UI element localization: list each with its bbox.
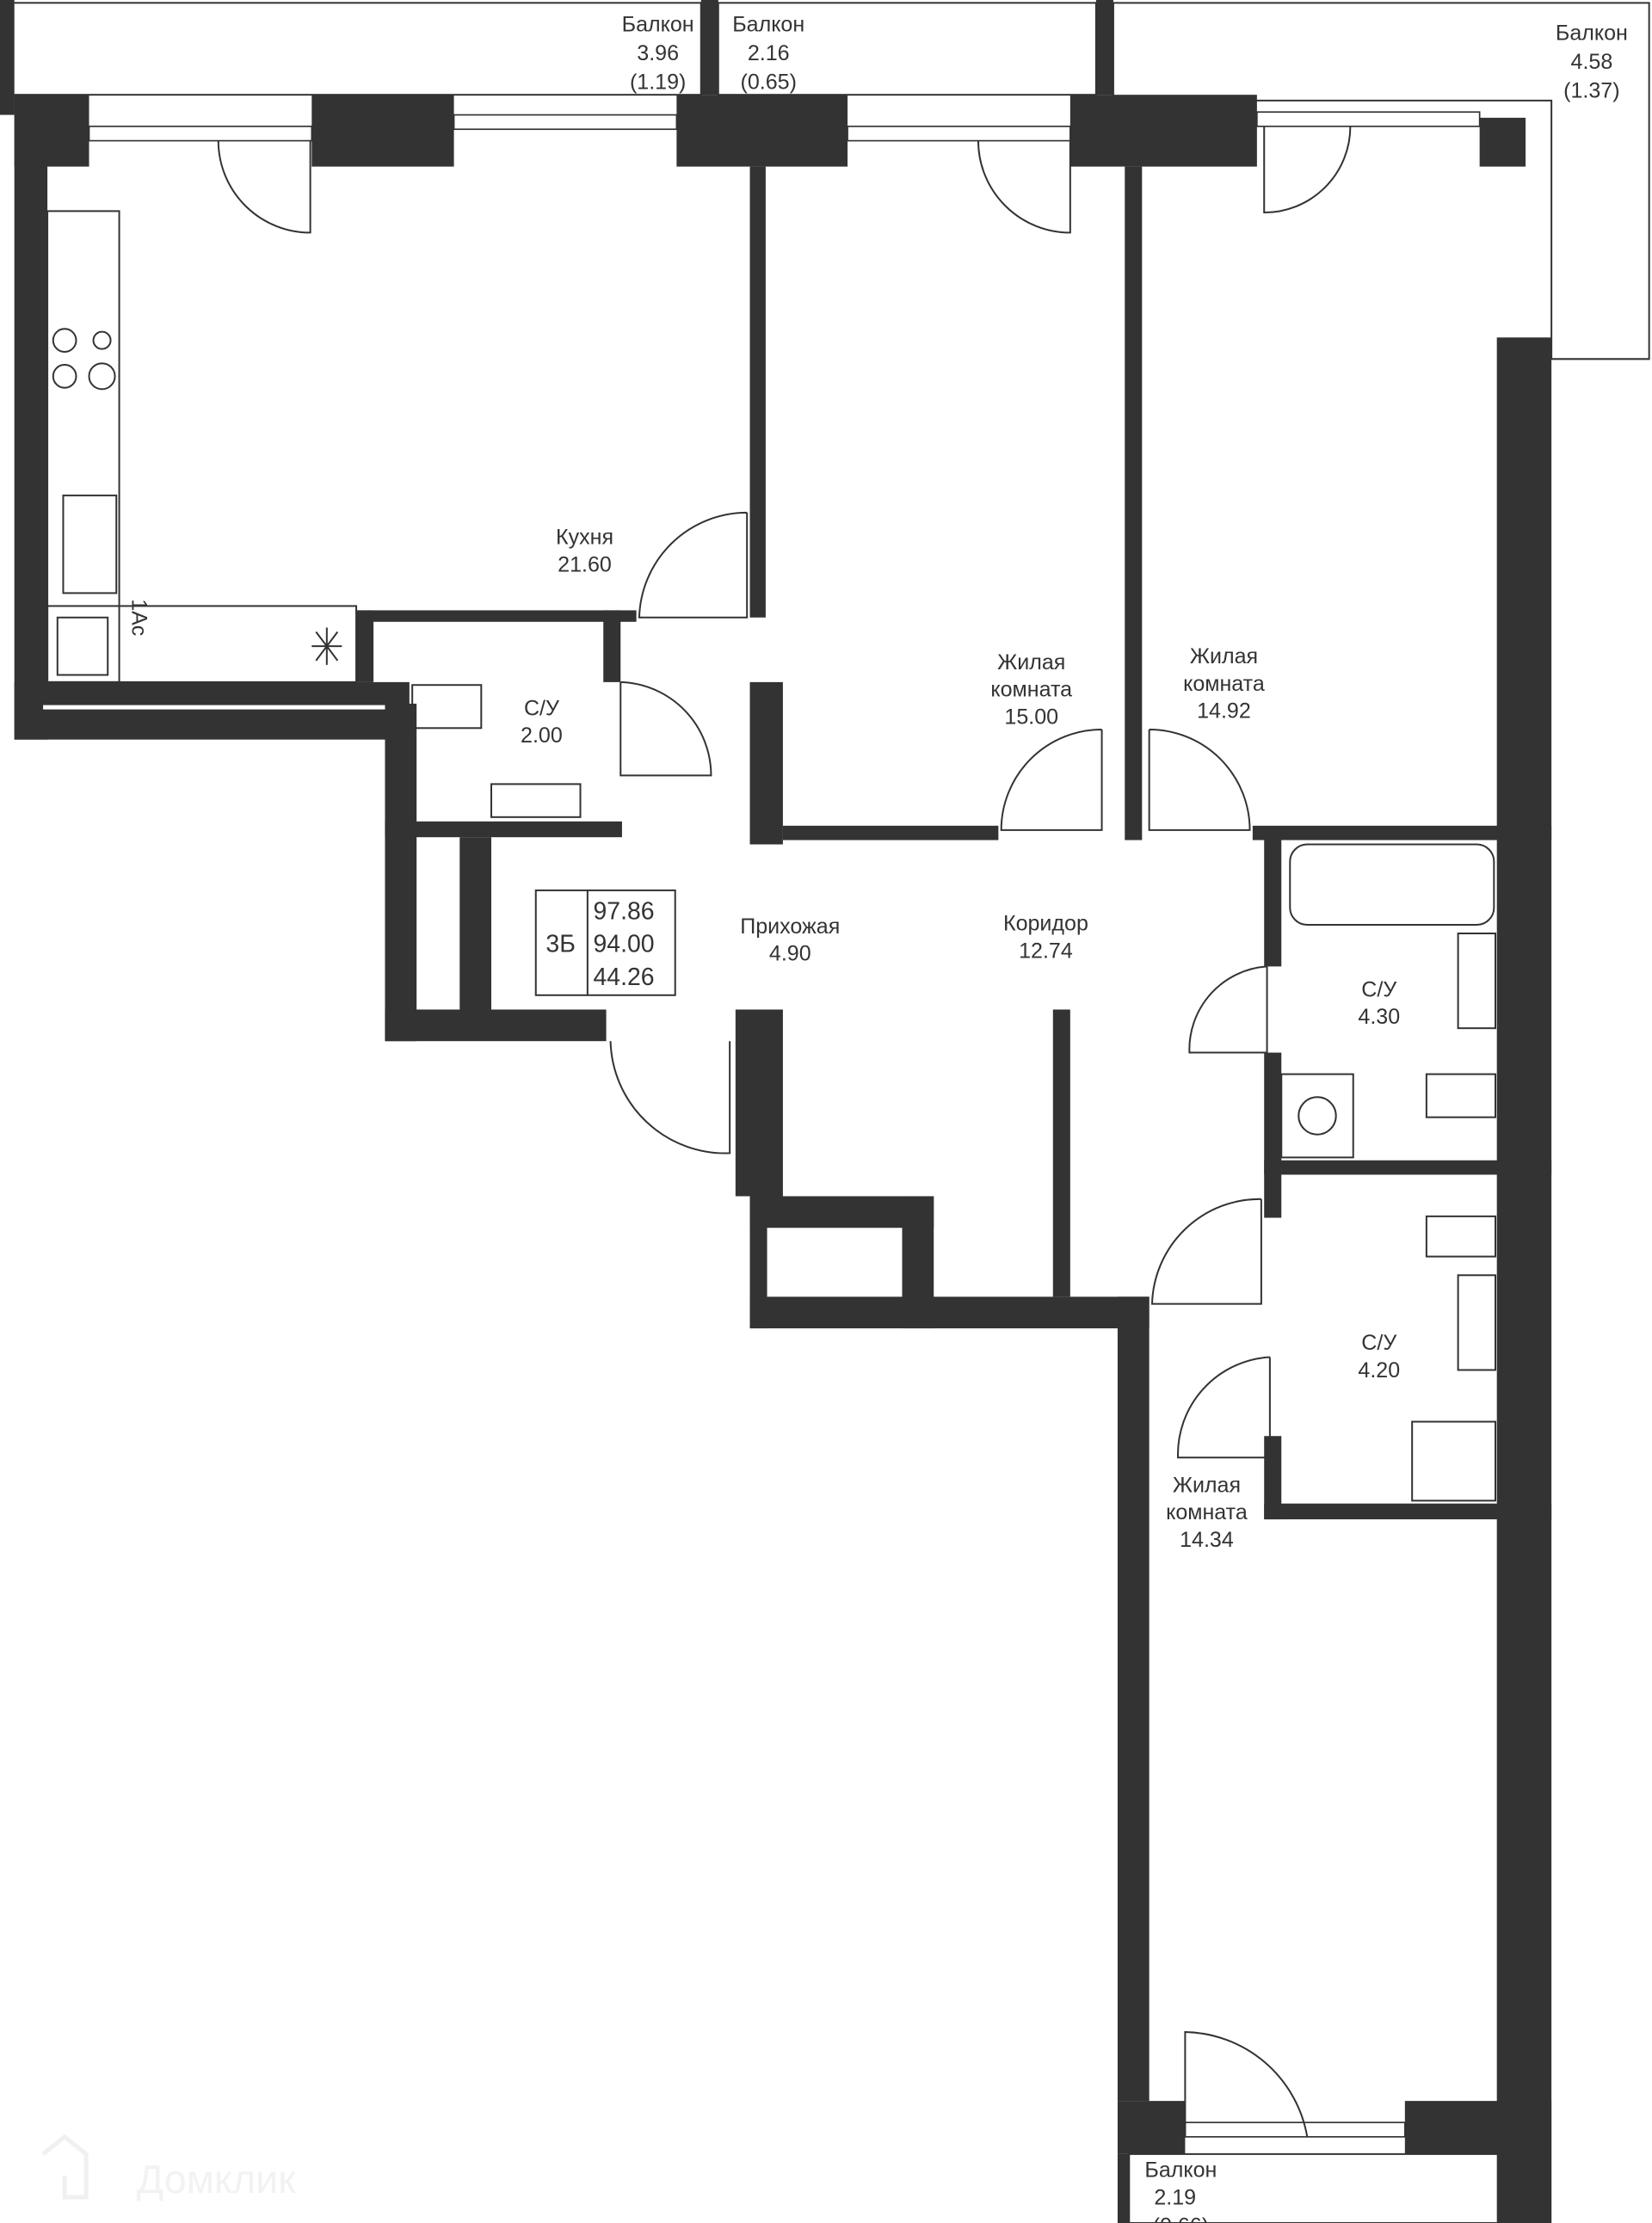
bath1-sink-icon — [1457, 933, 1497, 1030]
toilet-icon — [411, 684, 483, 730]
door-bath2[interactable] — [1177, 1356, 1271, 1459]
bath2-sink-icon — [1457, 1274, 1497, 1371]
balcony-2-label: Балкон 2.16 (0.65) — [732, 13, 804, 95]
svg-text:Балкон: Балкон — [622, 13, 694, 37]
watermark-text: Домклик — [137, 2157, 297, 2201]
balcony-1-outline — [2, 2, 702, 96]
svg-text:С/У: С/У — [1361, 977, 1397, 1001]
door-room1-balcony[interactable] — [977, 140, 1071, 234]
stove-burner — [52, 328, 77, 353]
svg-text:Балкон: Балкон — [1144, 2158, 1217, 2183]
balcony-1-label: Балкон 3.96 (1.19) — [622, 13, 694, 95]
svg-text:14.92: 14.92 — [1197, 699, 1251, 724]
watermark: Домклик — [41, 2134, 297, 2201]
bath2-toilet-icon — [1425, 1215, 1497, 1258]
walls — [14, 95, 1552, 2223]
area-living-total: 94.00 — [594, 931, 655, 958]
svg-text:Жилая: Жилая — [997, 650, 1065, 674]
svg-text:3.96: 3.96 — [637, 41, 679, 65]
balcony-3-label: Балкон 4.58 (1.37) — [1556, 22, 1628, 103]
svg-text:4.90: 4.90 — [769, 942, 811, 966]
kitchen-marker: 1Ас — [127, 599, 151, 636]
fan-icon — [311, 627, 342, 665]
svg-text:Прихожая: Прихожая — [740, 914, 840, 939]
wc-sink-icon — [490, 783, 582, 818]
svg-text:4.58: 4.58 — [1571, 50, 1613, 74]
apartment-info-box: 3Б 97.86 94.00 44.26 — [534, 889, 676, 996]
room1-label: Жилая комната 15.00 — [990, 650, 1072, 729]
hall-label: Прихожая 4.90 — [740, 914, 840, 966]
bath1-label: С/У 4.30 — [1358, 977, 1400, 1029]
kitchen-label: Кухня 21.60 — [556, 526, 613, 577]
door-room3-balcony[interactable] — [1184, 2030, 1309, 2138]
svg-text:Балкон: Балкон — [1556, 22, 1628, 46]
windows — [88, 111, 1481, 2138]
dishwasher-icon — [56, 616, 109, 676]
room-labels: Балкон 3.96 (1.19) Балкон 2.16 (0.65) Ба… — [521, 13, 1628, 2223]
svg-text:С/У: С/У — [524, 696, 560, 720]
svg-text:Жилая: Жилая — [1173, 1473, 1241, 1497]
svg-text:4.20: 4.20 — [1358, 1358, 1400, 1382]
corridor-label: Коридор 12.74 — [1003, 912, 1088, 964]
door-kitchen-balcony[interactable] — [217, 140, 311, 234]
kitchen-sink-icon — [62, 494, 118, 594]
svg-text:Жилая: Жилая — [1190, 644, 1258, 668]
svg-text:Коридор: Коридор — [1003, 912, 1088, 936]
domclick-logo-icon — [41, 2134, 89, 2200]
room2-label: Жилая комната 14.92 — [1183, 644, 1265, 723]
wc-small-label: С/У 2.00 — [521, 696, 563, 748]
door-room2-balcony[interactable] — [1263, 126, 1352, 214]
svg-text:15.00: 15.00 — [1004, 705, 1058, 729]
balcony-4-label: Балкон 2.19 (0.66) — [1144, 2158, 1217, 2223]
door-wc-small[interactable] — [620, 680, 712, 777]
svg-text:комната: комната — [990, 678, 1072, 702]
door-kitchen[interactable] — [638, 511, 749, 619]
svg-text:4.30: 4.30 — [1358, 1005, 1400, 1029]
apartment-type: 3Б — [546, 931, 575, 958]
door-room2[interactable] — [1148, 728, 1251, 831]
room3-label: Жилая комната 14.34 — [1166, 1473, 1248, 1551]
door-room1[interactable] — [1000, 728, 1103, 831]
shower-icon — [1411, 1420, 1497, 1502]
bath1-toilet-icon — [1425, 1073, 1497, 1118]
bath2-label: С/У 4.20 — [1358, 1331, 1400, 1382]
svg-text:комната: комната — [1183, 672, 1265, 696]
svg-text:(1.19): (1.19) — [630, 70, 686, 94]
fixtures: 1Ас — [46, 210, 1497, 1502]
area-total: 97.86 — [594, 897, 655, 925]
svg-text:(0.66): (0.66) — [1153, 2214, 1209, 2223]
svg-text:Балкон: Балкон — [732, 13, 804, 37]
svg-text:2.16: 2.16 — [748, 41, 790, 65]
svg-text:комната: комната — [1166, 1500, 1248, 1524]
svg-text:21.60: 21.60 — [558, 552, 612, 576]
svg-text:(1.37): (1.37) — [1563, 79, 1619, 103]
svg-text:(0.65): (0.65) — [741, 70, 797, 94]
door-room3[interactable] — [1150, 1198, 1262, 1305]
svg-text:2.19: 2.19 — [1154, 2185, 1196, 2209]
door-bath1[interactable] — [1188, 965, 1268, 1054]
balcony-3-outline — [1112, 2, 1650, 360]
washer-icon — [1280, 1073, 1354, 1159]
area-living: 44.26 — [594, 964, 655, 991]
svg-text:14.34: 14.34 — [1180, 1528, 1234, 1552]
kitchen-counter — [46, 210, 120, 683]
svg-text:Кухня: Кухня — [556, 526, 613, 550]
bathtub-icon — [1289, 843, 1495, 926]
svg-text:12.74: 12.74 — [1019, 939, 1073, 963]
door-entrance[interactable] — [609, 1041, 731, 1155]
svg-text:2.00: 2.00 — [521, 724, 563, 748]
svg-text:С/У: С/У — [1361, 1331, 1397, 1355]
doors[interactable] — [217, 126, 1352, 2138]
